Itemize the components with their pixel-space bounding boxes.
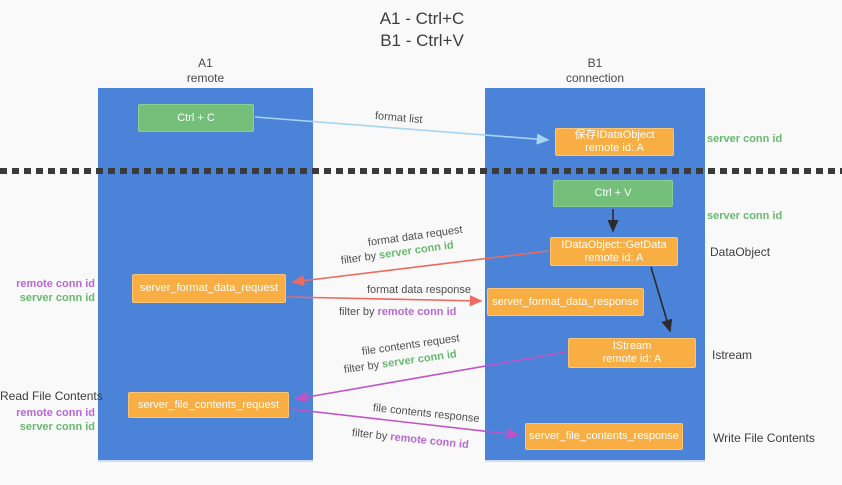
istream-line2: remote id: A	[602, 353, 662, 365]
istream-box: IStream remote id: A	[568, 338, 696, 368]
lifeline-b1-name: B1	[587, 56, 603, 70]
server-format-data-response-box: server_format_data_response	[487, 288, 644, 316]
server-conn-id-annotation-mid: server conn id	[707, 210, 783, 222]
filter-by-text: filter by	[340, 249, 380, 267]
getdata-line2: remote id: A	[584, 251, 644, 264]
filter-by-text: filter by	[339, 306, 378, 318]
title-line-2: B1 - Ctrl+V	[380, 31, 464, 50]
lifeline-a1-name: A1	[198, 56, 213, 70]
save-idataobject-line1: 保存IDataObject	[574, 129, 655, 141]
ctrl-v-box: Ctrl + V	[553, 180, 673, 207]
server-format-data-request-label: server_format_data_request	[139, 282, 279, 294]
lifeline-a1-role: remote	[186, 71, 225, 85]
lifeline-b1-role: connection	[565, 71, 625, 85]
remote-conn-id-annotation-left-bottom: remote conn id	[16, 407, 95, 419]
istream-annotation: Istream	[712, 348, 753, 362]
title-line-1: A1 - Ctrl+C	[379, 9, 465, 28]
file-contents-response-filter-label: filter by remote conn id	[351, 427, 469, 451]
server-file-contents-request-box: server_file_contents_request	[128, 392, 289, 418]
filter-by-text: filter by	[351, 427, 391, 443]
format-data-response-filter-label: filter by remote conn id	[339, 306, 456, 318]
lifeline-header-b1: B1 connection	[485, 56, 705, 86]
format-list-label: format list	[374, 110, 424, 127]
save-idataobject-box: 保存IDataObject remote id: A	[555, 128, 674, 156]
phase-separator-dashed-line	[0, 168, 842, 174]
ctrl-c-box: Ctrl + C	[138, 104, 254, 132]
dataobject-annotation: DataObject	[710, 245, 771, 259]
ctrl-c-label: Ctrl + C	[177, 111, 215, 124]
getdata-line1: IDataObject::GetData	[561, 238, 667, 251]
server-file-contents-response-label: server_file_contents_response	[529, 430, 679, 442]
server-file-contents-request-label: server_file_contents_request	[137, 398, 280, 411]
server-file-contents-response-box: server_file_contents_response	[525, 423, 683, 450]
server-format-data-response-label: server_format_data_response	[492, 295, 639, 308]
write-file-contents-annotation: Write File Contents	[713, 431, 815, 445]
save-idataobject-line2: remote id: A	[585, 142, 644, 154]
istream-line1: IStream	[612, 340, 652, 352]
arrow-format-data-response	[286, 295, 483, 307]
lifeline-header-a1: A1 remote	[98, 56, 313, 86]
server-conn-id-annotation-top: server conn id	[707, 133, 783, 145]
diagram-title: A1 - Ctrl+C B1 - Ctrl+V	[290, 8, 554, 52]
server-conn-id-annotation-left-top: server conn id	[19, 292, 95, 304]
server-conn-id-annotation-left-bottom: server conn id	[19, 421, 95, 433]
remote-conn-id-text: remote conn id	[389, 431, 470, 452]
server-format-data-request-box: server_format_data_request	[132, 274, 286, 303]
idataobject-getdata-box: IDataObject::GetData remote id: A	[550, 237, 678, 266]
remote-conn-id-text: remote conn id	[377, 306, 457, 318]
read-file-contents-annotation: Read File Contents	[0, 389, 103, 403]
ctrl-v-label: Ctrl + V	[594, 187, 632, 199]
format-data-response-label: format data response	[367, 284, 471, 296]
filter-by-text: filter by	[343, 358, 383, 376]
remote-conn-id-annotation-left-top: remote conn id	[16, 278, 95, 290]
file-contents-response-label: file contents response	[372, 402, 481, 426]
